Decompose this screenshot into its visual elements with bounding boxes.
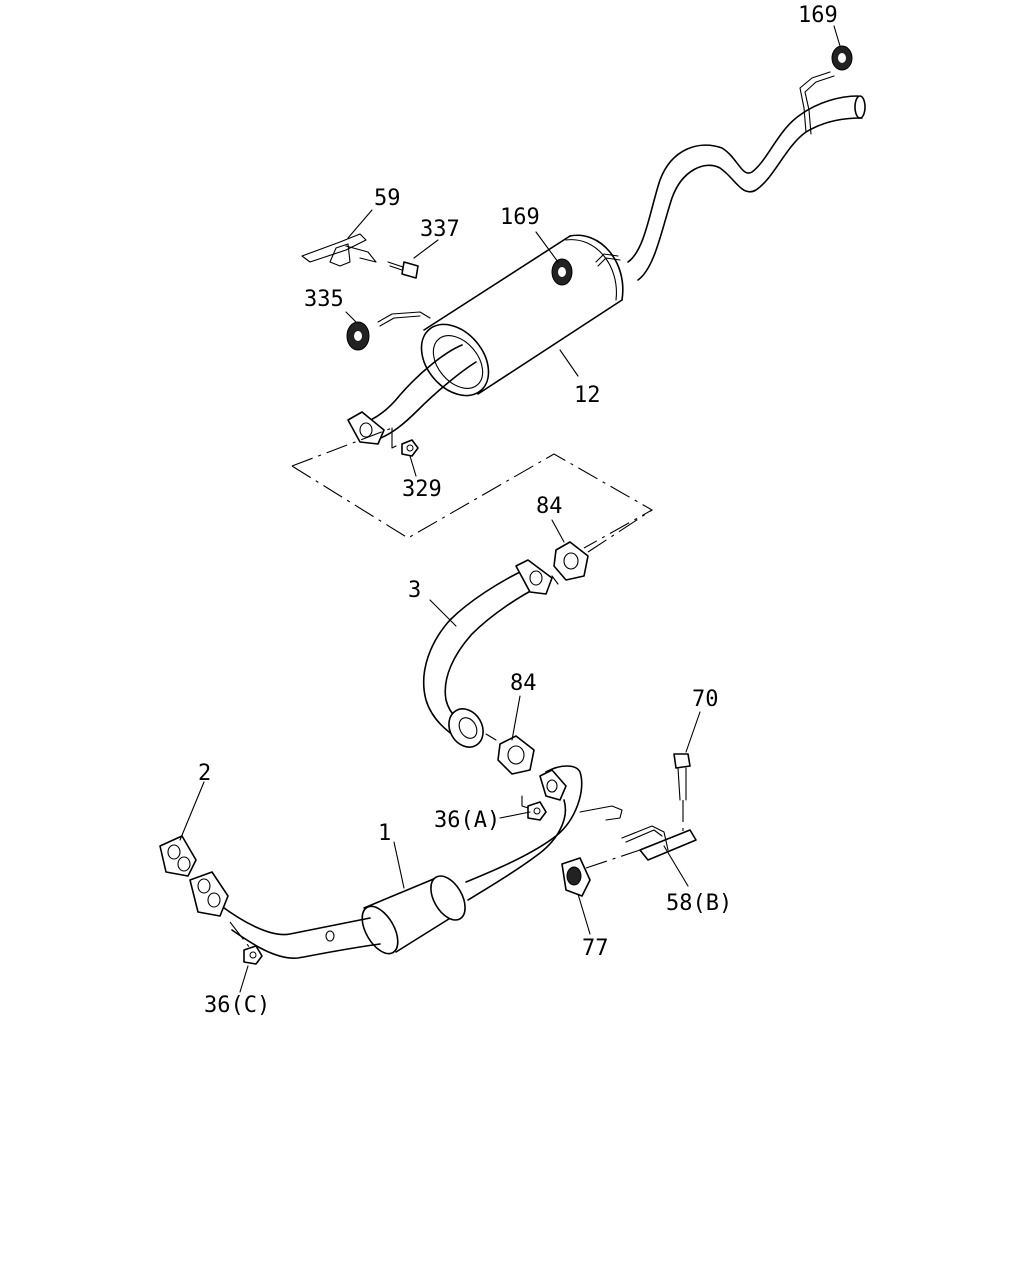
front-pipe-3 <box>422 559 559 748</box>
leader-lines <box>179 25 841 993</box>
rubber-mount-77-line <box>585 849 641 869</box>
catalytic-pipe-1 <box>189 765 583 959</box>
label-1: 1 <box>378 821 391 846</box>
gasket-84-mid <box>497 735 535 775</box>
label-3: 3 <box>408 578 421 603</box>
nut-329 <box>391 427 419 457</box>
label-335: 335 <box>304 287 344 312</box>
bolt-70 <box>673 753 691 801</box>
label-58b: 58(B) <box>666 891 732 916</box>
bracket-58b <box>621 825 697 861</box>
nut-36a <box>521 795 547 821</box>
bracket-59 <box>301 233 377 267</box>
label-169-mid: 169 <box>500 205 540 230</box>
rubber-mount-335 <box>346 321 370 351</box>
part-labels: 169 59 337 169 335 12 329 84 3 84 70 2 3… <box>198 3 838 1018</box>
label-12: 12 <box>574 383 601 408</box>
tail-hanger-rod <box>799 71 835 135</box>
gasket-2 <box>159 835 197 877</box>
gasket-84-top <box>553 541 589 581</box>
label-84-top: 84 <box>536 494 563 519</box>
label-337: 337 <box>420 217 460 242</box>
rubber-hanger-169-mid <box>551 258 573 286</box>
connection-dash-box <box>291 427 654 549</box>
label-70: 70 <box>692 687 719 712</box>
nut-36c <box>243 945 263 965</box>
pipe-hanger-rod <box>579 805 623 821</box>
muffler-12 <box>347 234 624 445</box>
bolt-337 <box>387 261 419 279</box>
label-36c: 36(C) <box>204 993 270 1018</box>
label-59: 59 <box>374 186 401 211</box>
label-2: 2 <box>198 761 211 786</box>
rubber-hanger-169-top <box>831 45 853 71</box>
rubber-mount-77 <box>561 857 591 897</box>
nut-36c-line <box>229 921 251 949</box>
label-84-mid: 84 <box>510 671 537 696</box>
tail-pipe <box>627 95 866 281</box>
label-329: 329 <box>402 477 442 502</box>
label-36a: 36(A) <box>434 808 500 833</box>
gasket-84-top-line <box>587 509 653 553</box>
label-77: 77 <box>582 936 609 961</box>
label-169-top: 169 <box>798 3 838 28</box>
